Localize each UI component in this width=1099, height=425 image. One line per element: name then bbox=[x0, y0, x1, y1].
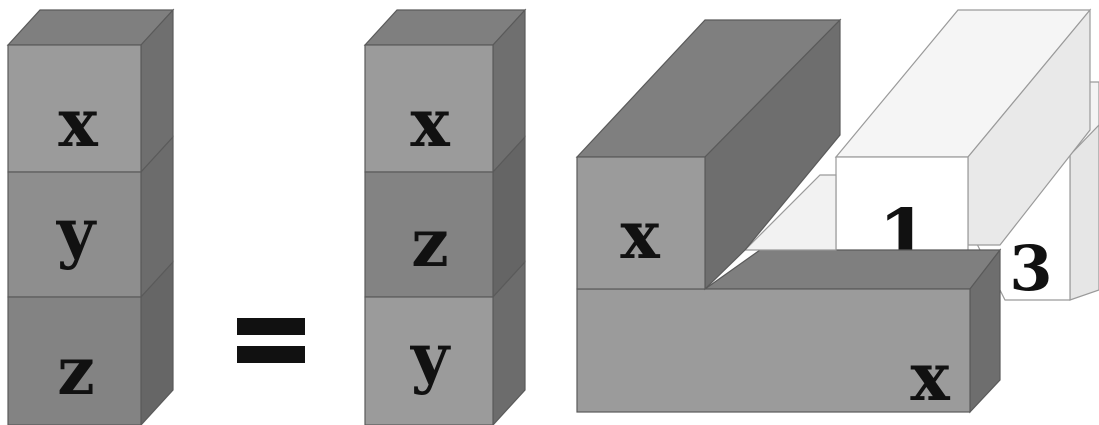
equals-sign bbox=[237, 318, 305, 363]
equals-bar-top bbox=[237, 318, 305, 335]
gray-slab-label: x bbox=[910, 338, 950, 416]
left-block-y-label: y bbox=[56, 193, 97, 271]
left-block-x-label: x bbox=[58, 84, 98, 162]
gray-slab-top-face bbox=[705, 250, 1000, 289]
left-stack: x y z bbox=[8, 10, 173, 425]
left-block-z-label: z bbox=[57, 332, 94, 410]
middle-block-z-label: z bbox=[411, 204, 448, 282]
middle-block-x-label: x bbox=[410, 84, 450, 162]
middle-stack: x z y bbox=[365, 10, 525, 425]
equals-bar-bottom bbox=[237, 346, 305, 363]
gray-bar-label: x bbox=[620, 196, 660, 274]
white-bar-back-side-face bbox=[1070, 125, 1099, 300]
middle-block-y-label: y bbox=[410, 318, 451, 396]
white-bar-back-label: 3 bbox=[1009, 232, 1052, 305]
right-figure: 3 1 x x bbox=[577, 10, 1099, 416]
